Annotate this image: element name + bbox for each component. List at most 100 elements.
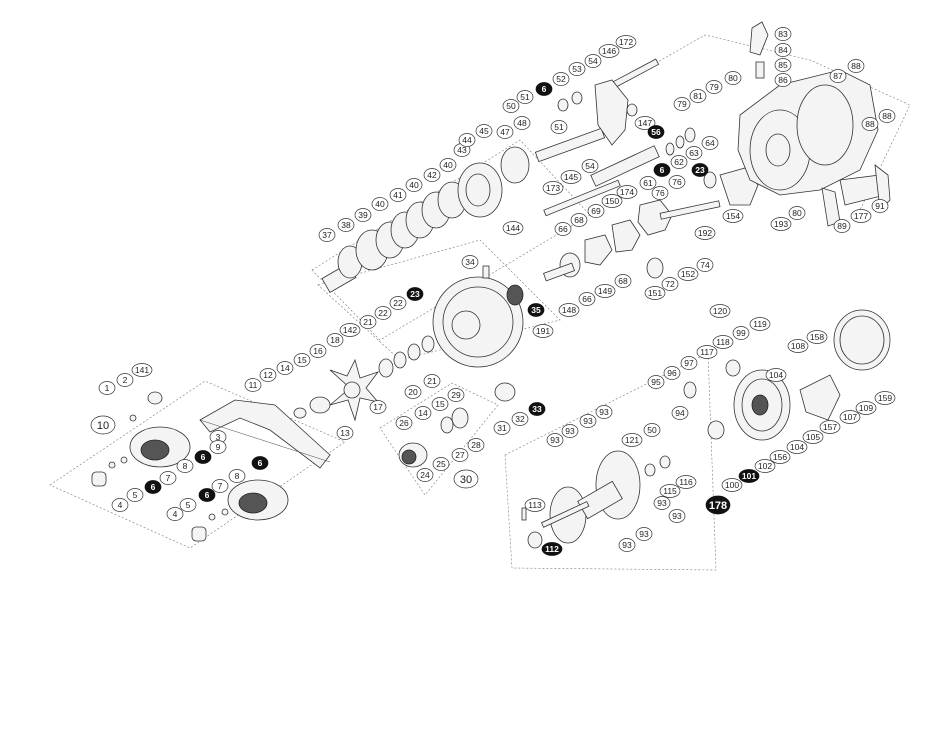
callout-number: 16	[313, 346, 323, 356]
bearing-64	[684, 127, 696, 143]
spool-ring-116	[659, 455, 671, 469]
callout-bubble	[819, 420, 841, 434]
callout-number: 88	[851, 61, 861, 71]
pinion-shaft	[543, 262, 575, 282]
callout-105: 105	[802, 430, 824, 444]
callout-bubble	[833, 219, 851, 233]
callout-number: 72	[665, 279, 675, 289]
callout-112: 112	[541, 542, 563, 556]
brake-gear-120	[725, 359, 741, 377]
callout-93: 93	[635, 527, 653, 541]
callout-12: 12	[259, 368, 277, 382]
callout-bubble	[194, 450, 212, 464]
callout-2: 2	[116, 373, 134, 387]
callout-21: 21	[423, 374, 441, 388]
drive-shaft	[543, 179, 621, 217]
drag-spring	[293, 407, 307, 419]
star-drag-assembly	[293, 327, 516, 468]
ratchet-gear	[500, 146, 530, 184]
callout-bubble	[211, 479, 229, 493]
callout-bubble	[705, 495, 731, 515]
callout-bubble	[259, 368, 277, 382]
callout-89: 89	[833, 219, 851, 233]
callout-bubble	[787, 339, 809, 353]
callout-bubble	[542, 181, 564, 195]
callout-bubble	[774, 58, 792, 72]
callout-number: 25	[436, 459, 446, 469]
callout-number: 47	[500, 127, 510, 137]
callout-number: 39	[358, 210, 368, 220]
callout-number: 156	[773, 452, 787, 462]
callout-bubble	[423, 374, 441, 388]
callout-number: 37	[322, 230, 332, 240]
callout-bubble	[339, 323, 361, 337]
brake-plate-hub	[751, 394, 769, 416]
handle-assembly	[91, 391, 331, 542]
callout-bubble	[98, 381, 116, 395]
callout-47: 47	[496, 125, 514, 139]
callout-7: 7	[159, 471, 177, 485]
callout-number: 48	[517, 118, 527, 128]
callout-bubble	[432, 457, 450, 471]
callout-8: 8	[176, 459, 194, 473]
callout-bubble	[369, 400, 387, 414]
callout-number: 22	[378, 308, 388, 318]
callout-number: 41	[393, 190, 403, 200]
callout-40: 40	[371, 197, 389, 211]
callout-bubble	[131, 363, 153, 377]
callout-layer: 1214110396786546876541112141516181422122…	[90, 27, 896, 556]
callout-93: 93	[618, 538, 636, 552]
callout-bubble	[694, 226, 716, 240]
side-plate-screw	[482, 265, 490, 279]
callout-number: 30	[460, 474, 472, 486]
callout-72: 72	[661, 277, 679, 291]
callout-152: 152	[677, 267, 699, 281]
callout-74: 74	[696, 258, 714, 272]
callout-56: 56	[647, 125, 665, 139]
callout-number: 54	[588, 56, 598, 66]
callout-number: 159	[878, 393, 892, 403]
callout-6: 6	[251, 456, 269, 470]
callout-118: 118	[712, 335, 734, 349]
callout-number: 6	[542, 84, 547, 94]
callout-148: 148	[558, 303, 580, 317]
handle-arm	[199, 399, 331, 469]
thumb-bar-stem	[755, 61, 765, 79]
callout-bubble	[374, 306, 392, 320]
callout-15: 15	[431, 397, 449, 411]
callout-bubble	[389, 296, 407, 310]
callout-18: 18	[326, 333, 344, 347]
spool-assembly	[521, 450, 671, 549]
callout-bubble	[644, 286, 666, 300]
callout-4: 4	[111, 498, 129, 512]
callout-bubble	[788, 206, 806, 220]
callout-bubble	[732, 326, 750, 340]
callout-1: 1	[98, 381, 116, 395]
callout-bubble	[550, 120, 568, 134]
spool-core	[577, 480, 623, 520]
callout-bubble	[528, 402, 546, 416]
callout-6: 6	[653, 163, 671, 177]
callout-bubble	[581, 159, 599, 173]
callout-bubble	[850, 209, 872, 223]
callout-38: 38	[337, 218, 355, 232]
callout-bubble	[560, 170, 582, 184]
callout-147: 147	[634, 116, 656, 130]
callout-number: 120	[713, 306, 727, 316]
worm-shaft	[590, 145, 660, 187]
callout-97: 97	[680, 356, 698, 370]
callout-number: 29	[451, 390, 461, 400]
callout-21: 21	[359, 315, 377, 329]
callout-number: 93	[657, 498, 667, 508]
callout-bubble	[458, 133, 476, 147]
callout-bubble	[535, 82, 553, 96]
callout-bubble	[126, 488, 144, 502]
callout-number: 9	[216, 442, 221, 452]
callout-number: 96	[667, 368, 677, 378]
callout-bubble	[251, 456, 269, 470]
pin-172	[612, 58, 660, 88]
callout-number: 45	[479, 126, 489, 136]
callout-91: 91	[871, 199, 889, 213]
callout-number: 88	[865, 119, 875, 129]
bearing-62	[665, 142, 675, 156]
